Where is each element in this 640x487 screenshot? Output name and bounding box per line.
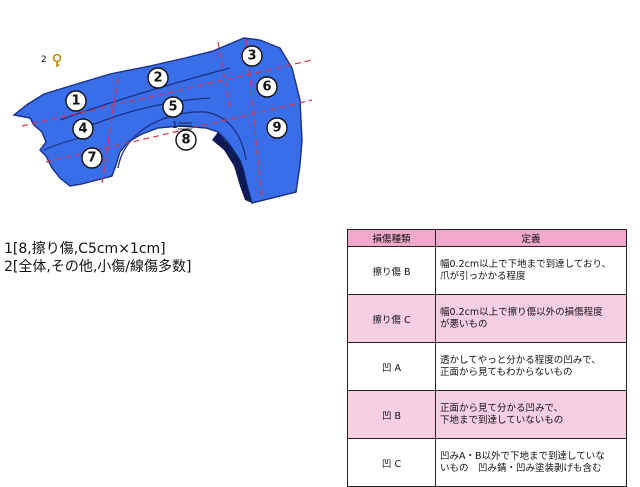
damage-type: 擦り傷 B (347, 246, 436, 295)
damage-definition-table: 損傷種類 定義 擦り傷 B 幅0.2cm以上で下地まで到達しており、爪が引っかか… (347, 229, 627, 487)
damage-note-1: 1[8,擦り傷,C5cm×1cm] (4, 241, 166, 257)
svg-text:1: 1 (71, 94, 80, 109)
damage-definition: 正面から見て分かる凹みで、下地まで到達していないもの (435, 390, 627, 439)
body-line-mid (79, 97, 211, 131)
key-icon (52, 53, 62, 63)
svg-text:2: 2 (153, 71, 162, 86)
header-definition: 定義 (435, 229, 627, 247)
svg-text:4: 4 (78, 122, 87, 137)
overall-damage-marker: 2 (41, 53, 62, 67)
damage-annotation: 1 (172, 121, 192, 131)
wheel-arch (212, 132, 252, 203)
zone-marker-3[interactable]: 3 (241, 45, 263, 67)
table-row: 凹 C 凹みA・B以外で下地まで到達していないもの 凹み錆・凹み塗装剥げも含む (347, 438, 627, 487)
body-line-arch (117, 111, 247, 169)
svg-text:8: 8 (181, 133, 190, 148)
damage-definition: 幅0.2cm以上で下地まで到達しており、爪が引っかかる程度 (435, 246, 627, 295)
zone-marker-5[interactable]: 5 (162, 96, 184, 118)
damage-definition: 幅0.2cm以上で擦り傷以外の損傷程度が悪いもの (435, 294, 627, 343)
damage-definition: 凹みA・B以外で下地まで到達していないもの 凹み錆・凹み塗装剥げも含む (435, 438, 627, 487)
svg-text:5: 5 (168, 100, 177, 115)
svg-text:2: 2 (41, 55, 47, 65)
damage-definition: 透かしてやっと分かる程度の凹みで、正面から見てもわからないもの (435, 342, 627, 391)
svg-text:3: 3 (247, 49, 256, 64)
damage-type: 凹 C (347, 438, 436, 487)
zone-marker-6[interactable]: 6 (256, 76, 278, 98)
table-row: 凹 B 正面から見て分かる凹みで、下地まで到達していないもの (347, 390, 627, 439)
header-damage-type: 損傷種類 (347, 229, 436, 247)
zone-marker-4[interactable]: 4 (72, 118, 94, 140)
zone-marker-7[interactable]: 7 (81, 147, 103, 169)
zone-marker-1[interactable]: 1 (65, 90, 87, 112)
damage-type: 凹 B (347, 390, 436, 439)
fender-damage-diagram: 1 2 3 4 5 6 7 8 9 1 2 (12, 37, 313, 204)
svg-text:1: 1 (172, 121, 178, 131)
table-header-row: 損傷種類 定義 (347, 229, 627, 247)
zone-marker-8[interactable]: 8 (175, 129, 197, 151)
table-row: 擦り傷 C 幅0.2cm以上で擦り傷以外の損傷程度が悪いもの (347, 294, 627, 343)
table-row: 凹 A 透かしてやっと分かる程度の凹みで、正面から見てもわからないもの (347, 342, 627, 391)
table-row: 擦り傷 B 幅0.2cm以上で下地まで到達しており、爪が引っかかる程度 (347, 246, 627, 295)
body-line-upper (59, 67, 231, 121)
damage-note-2: 2[全体,その他,小傷/線傷多数] (4, 259, 192, 275)
damage-type: 凹 A (347, 342, 436, 391)
svg-text:6: 6 (262, 80, 271, 95)
zone-marker-9[interactable]: 9 (266, 117, 288, 139)
damage-type: 擦り傷 C (347, 294, 436, 343)
zone-marker-2[interactable]: 2 (147, 67, 169, 89)
svg-text:9: 9 (272, 121, 281, 136)
svg-text:7: 7 (87, 151, 96, 166)
damage-notes: 1[8,擦り傷,C5cm×1cm] 2[全体,その他,小傷/線傷多数] (4, 240, 191, 276)
